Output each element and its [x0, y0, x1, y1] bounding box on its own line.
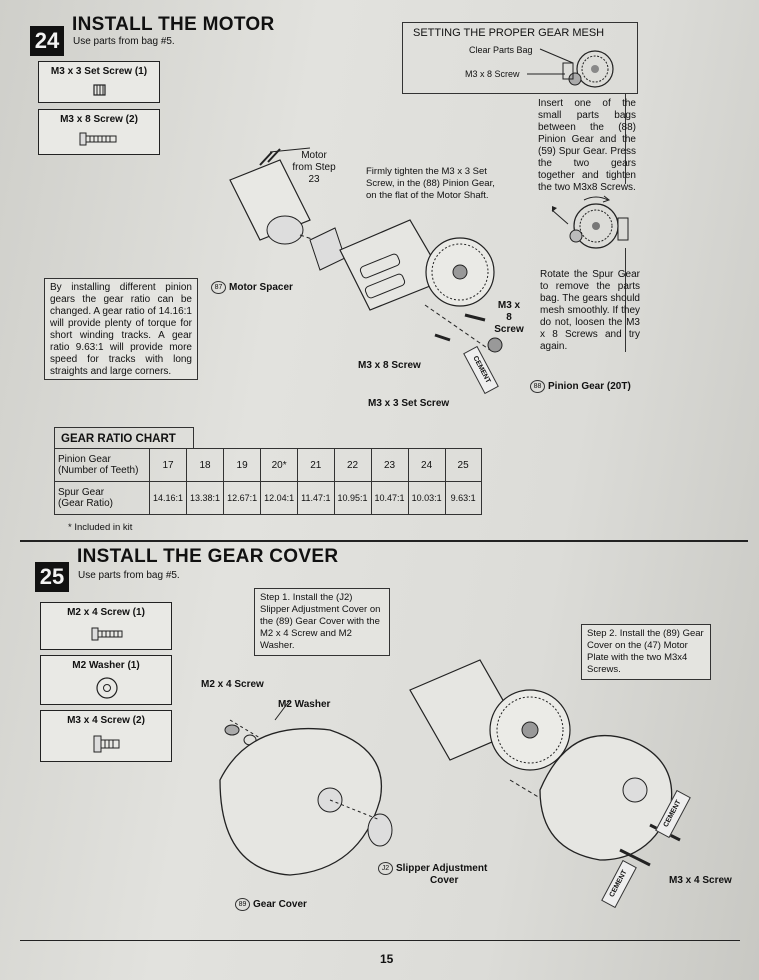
table-cell: 18: [186, 448, 225, 482]
table-cell: 9.63:1: [444, 481, 482, 515]
page-number: 15: [380, 952, 394, 966]
motor-from-label: Motor from Step 23: [292, 150, 336, 185]
m2x4-screw-label: M2 x 4 Screw: [201, 679, 264, 690]
table-cell: 24: [407, 448, 446, 482]
part-label: M2 Washer (1): [72, 660, 140, 671]
tighten-note: Firmly tighten the M3 x 3 Set Screw, in …: [366, 166, 495, 201]
step-25-bag-note: Use parts from bag #5.: [78, 570, 180, 581]
m3x8-screw-lower-label: M3 x 8 Screw: [358, 360, 421, 371]
gear-ratio-chart-title: GEAR RATIO CHART: [54, 427, 194, 449]
part-label: M2 x 4 Screw (1): [67, 607, 145, 618]
table-row: Spur Gear(Gear Ratio) 14.16:1 13.38:1 12…: [54, 481, 482, 515]
part-box-m3x4-screw: M3 x 4 Screw (2): [40, 710, 172, 762]
gear-ratio-table: Pinion Gear(Number of Teeth) 17 18 19 20…: [54, 448, 482, 515]
part-label: M3 x 8 Screw (2): [60, 114, 138, 125]
slipper-label-b: Cover: [430, 875, 459, 886]
motor-spacer-label: Motor Spacer: [229, 282, 293, 294]
chart-footnote: * Included in kit: [68, 522, 133, 533]
table-cell: 23: [370, 448, 409, 482]
pinion-gear-label: Pinion Gear (20T): [548, 381, 631, 393]
step-25-step2-note: Step 2. Install the (89) Gear Cover on t…: [581, 624, 711, 680]
table-cell: 14.16:1: [148, 481, 188, 515]
gear-mesh-title: SETTING THE PROPER GEAR MESH: [413, 27, 605, 39]
table-row: Pinion Gear(Number of Teeth) 17 18 19 20…: [54, 448, 482, 482]
table-cell: 10.03:1: [407, 481, 446, 515]
table-cell: 17: [148, 448, 188, 482]
part-box-m2-washer: M2 Washer (1): [40, 655, 172, 705]
part-box-m3x8-screw: M3 x 8 Screw (2): [38, 109, 160, 155]
step-24-number: 24: [30, 26, 64, 56]
m3x8-screw-right-label: M3 x 8 Screw: [494, 300, 524, 335]
gear-cover-label: Gear Cover: [253, 899, 307, 911]
clear-parts-bag-label: Clear Parts Bag: [469, 45, 533, 55]
step-25-title: INSTALL THE GEAR COVER: [77, 546, 339, 567]
spur-gear-rotate-illustration: [551, 195, 629, 249]
gear-mesh-instruction: Insert one of the small parts bags betwe…: [538, 98, 636, 193]
step-25-number: 25: [35, 562, 69, 592]
table-cell: 22: [333, 448, 372, 482]
row-header: Pinion Gear(Number of Teeth): [54, 448, 150, 482]
gear-cover-illustration: [219, 659, 681, 876]
table-cell: 12.04:1: [260, 481, 299, 515]
m3x4-screw-label: M3 x 4 Screw: [669, 875, 732, 886]
gear-mesh-screw-label: M3 x 8 Screw: [465, 69, 520, 79]
table-cell: 25: [444, 448, 482, 482]
part-label: M3 x 3 Set Screw (1): [50, 66, 148, 77]
gear-mesh-box: SETTING THE PROPER GEAR MESH Clear Parts…: [402, 22, 638, 94]
part-box-m2x4-screw: M2 x 4 Screw (1): [40, 602, 172, 650]
table-cell: 19: [223, 448, 262, 482]
motor-gearbox-illustration: [229, 147, 503, 353]
screw-icon: [79, 132, 117, 146]
m2-washer-label: M2 Washer: [278, 699, 331, 710]
section-divider: [20, 540, 748, 542]
washer-icon: [96, 677, 118, 699]
part-label: M3 x 4 Screw (2): [67, 715, 145, 726]
gear-mesh-rotate-note: Rotate the Spur Gear to remove the parts…: [540, 269, 640, 352]
part-number-badge: 87: [211, 281, 226, 294]
table-cell: 21: [297, 448, 335, 482]
screw-icon: [93, 735, 120, 753]
footer-rule: [20, 940, 740, 941]
table-cell: 20*: [260, 448, 299, 482]
step-25-step1-note: Step 1. Install the (J2) Slipper Adjustm…: [254, 588, 390, 656]
gear-mesh-illustration: [527, 48, 614, 88]
table-cell: 11.47:1: [297, 481, 335, 515]
slipper-label-a: Slipper Adjustment: [396, 863, 488, 875]
step-24-bag-note: Use parts from bag #5.: [73, 36, 175, 47]
screw-icon: [91, 627, 123, 641]
part-number-badge: 89: [235, 898, 250, 911]
table-cell: 12.67:1: [223, 481, 262, 515]
step-24-title: INSTALL THE MOTOR: [72, 14, 275, 35]
set-screw-icon: [93, 84, 106, 96]
part-number-badge: 88: [530, 380, 545, 393]
table-cell: 10.95:1: [333, 481, 372, 515]
gear-ratio-note: By installing different pinion gears the…: [44, 278, 198, 380]
m3x3-set-screw-label: M3 x 3 Set Screw: [368, 398, 450, 409]
part-number-badge: J2: [378, 862, 393, 875]
part-box-m3x3-set-screw: M3 x 3 Set Screw (1): [38, 61, 160, 103]
table-cell: 13.38:1: [186, 481, 225, 515]
table-cell: 10.47:1: [370, 481, 409, 515]
row-header: Spur Gear(Gear Ratio): [54, 481, 150, 515]
